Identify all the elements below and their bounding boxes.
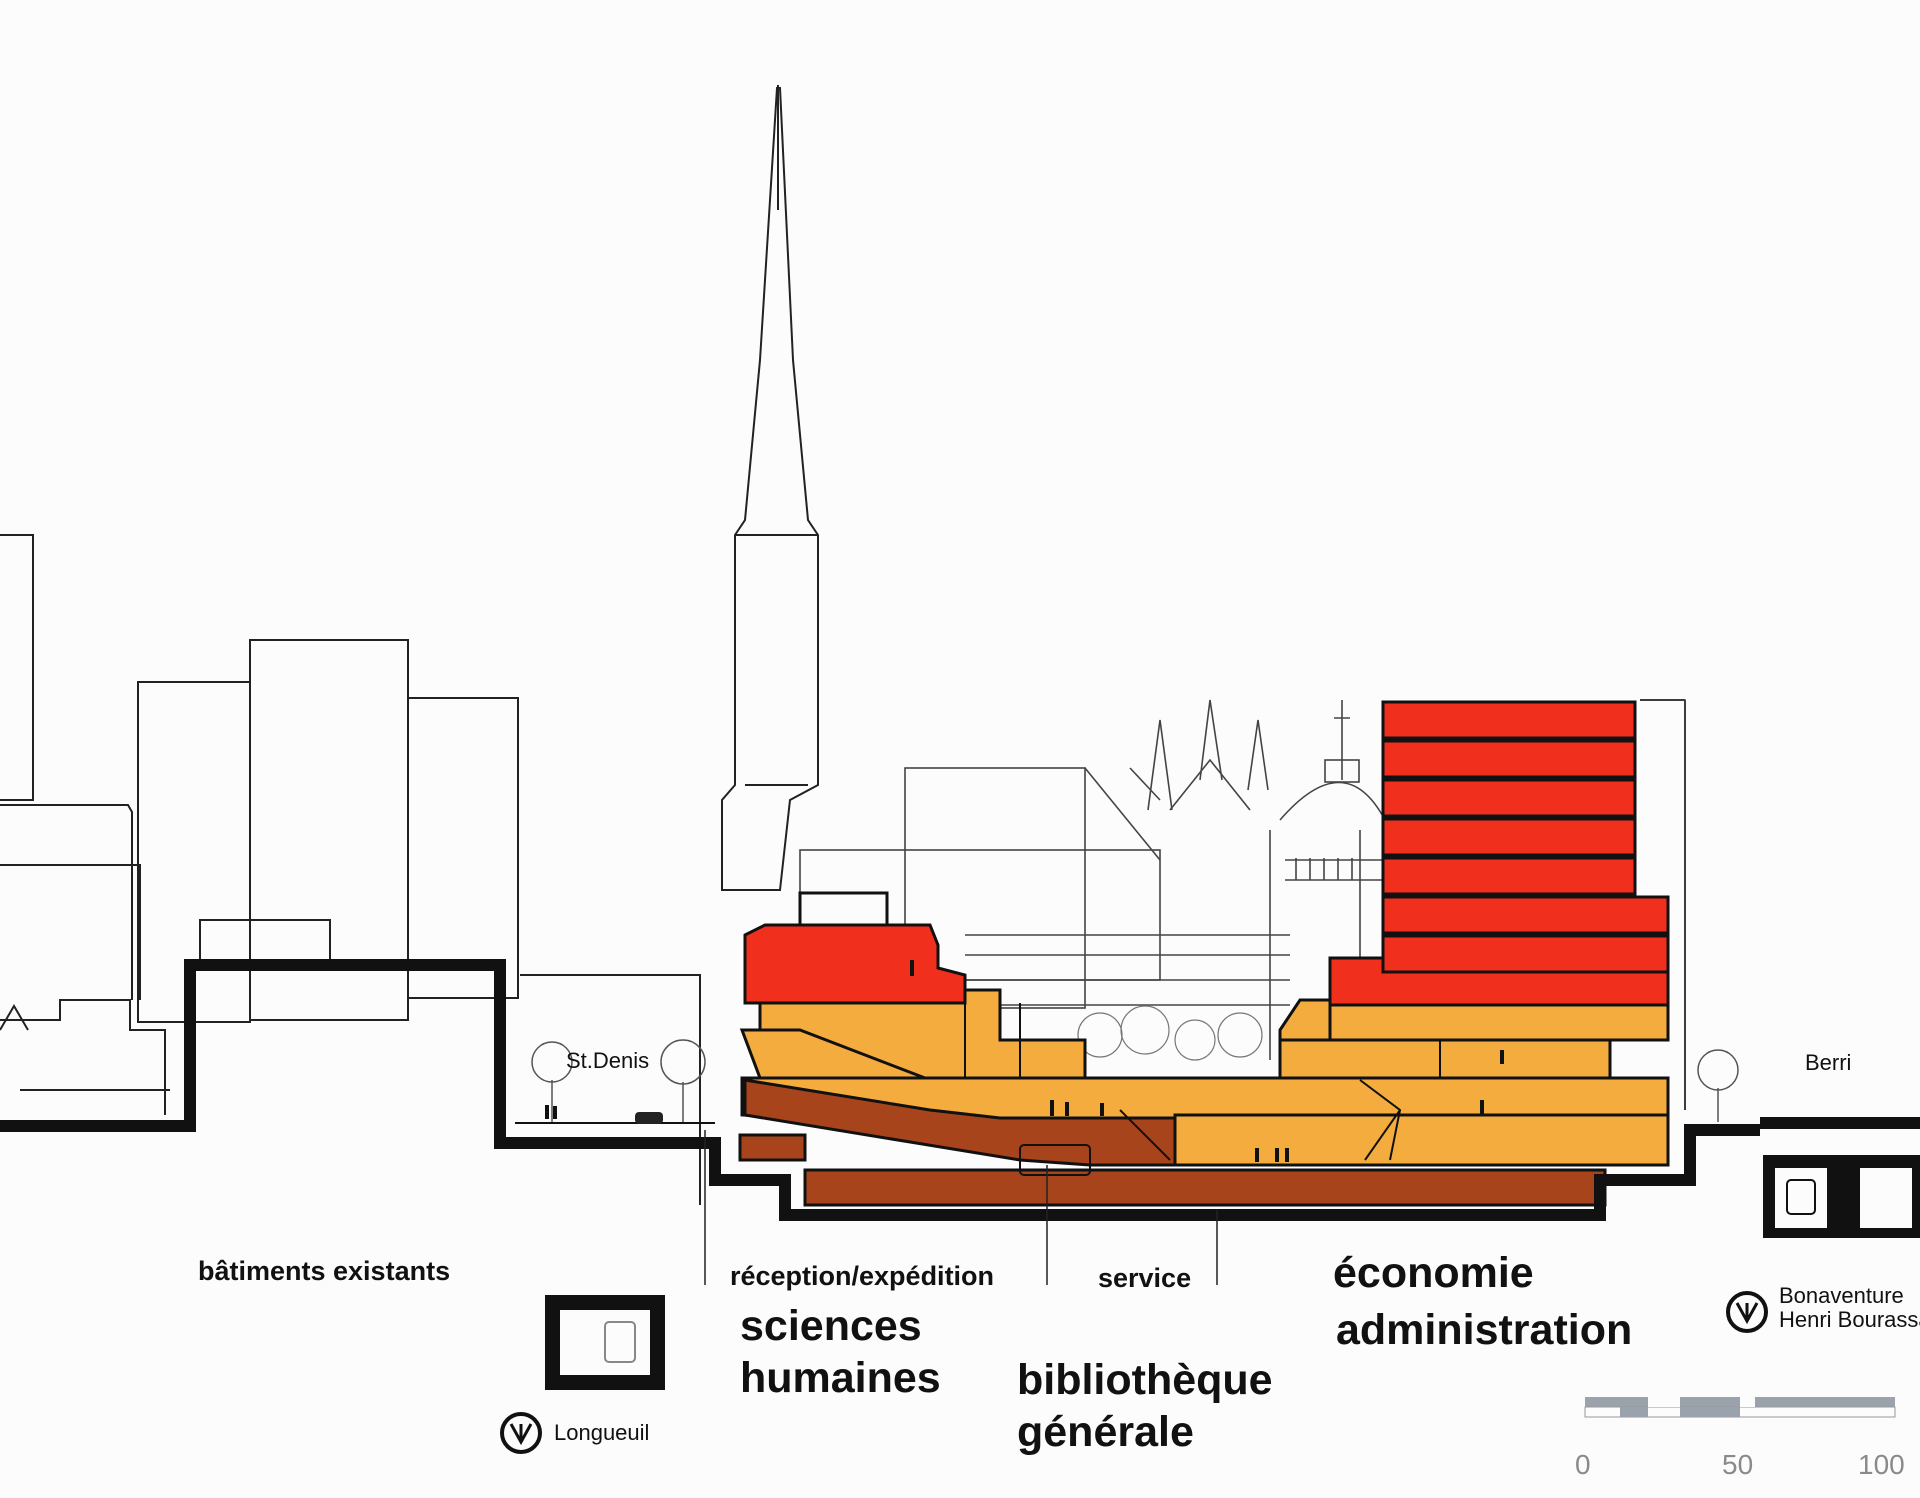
cathedral-cornice bbox=[1285, 859, 1385, 881]
person-icon bbox=[1100, 1103, 1104, 1116]
label-humanities-2: humaines bbox=[740, 1354, 941, 1402]
label-receiving-shipping: réception/expédition bbox=[730, 1261, 995, 1291]
scale-label-100: 100 bbox=[1858, 1449, 1905, 1480]
label-economics-2: administration bbox=[1336, 1306, 1633, 1354]
label-library-2: générale bbox=[1017, 1408, 1194, 1456]
roof-pavilion bbox=[798, 891, 889, 927]
church-spire bbox=[721, 85, 819, 891]
person-icon bbox=[1275, 1148, 1279, 1162]
scale-seg-1 bbox=[1620, 1407, 1648, 1417]
person-icon bbox=[1480, 1100, 1484, 1114]
cathedral-cross bbox=[1334, 700, 1350, 780]
background-roof bbox=[1084, 767, 1161, 861]
atrium-trees bbox=[1077, 1005, 1263, 1061]
train-icon bbox=[604, 1321, 636, 1363]
dome-lantern bbox=[1324, 759, 1360, 783]
tower-backdrop bbox=[1640, 699, 1686, 1110]
train-icon bbox=[1786, 1179, 1816, 1215]
person-icon bbox=[1050, 1100, 1054, 1116]
existing-building-2 bbox=[0, 804, 133, 1000]
stair-1 bbox=[1119, 1109, 1171, 1161]
scale-seg-4 bbox=[1740, 1397, 1755, 1407]
spire-bands bbox=[735, 534, 818, 786]
floor-divider-1 bbox=[964, 1003, 1021, 1078]
scale-label-50: 50 bbox=[1722, 1449, 1754, 1480]
person-icon bbox=[1500, 1050, 1504, 1064]
scale-seg-3 bbox=[1648, 1397, 1680, 1407]
tree-icon bbox=[1120, 1005, 1170, 1055]
scale-seg-2 bbox=[1680, 1407, 1740, 1417]
street-building-left bbox=[520, 974, 701, 1205]
tree-icon bbox=[1217, 1012, 1263, 1058]
spire-outline bbox=[721, 87, 819, 891]
humanities-red-block bbox=[743, 923, 967, 1005]
cathedral-columns bbox=[1295, 858, 1353, 880]
cathedral-pinnacles bbox=[1147, 699, 1269, 811]
tower-floor-2 bbox=[1381, 739, 1637, 779]
existing-building-3 bbox=[0, 864, 141, 1000]
service-level bbox=[803, 1168, 1607, 1207]
ground-line bbox=[0, 959, 1920, 1221]
metro-tunnel-right bbox=[1763, 1155, 1920, 1238]
economics-tower bbox=[1328, 700, 1670, 1007]
scale-label-0: 0 bbox=[1575, 1449, 1591, 1480]
scale-bar bbox=[1584, 1397, 1896, 1418]
library-lower-floor bbox=[1173, 1113, 1670, 1167]
economics-floor-a bbox=[1328, 1003, 1670, 1042]
metro-arrow-right bbox=[1735, 1302, 1759, 1325]
receiving-dock bbox=[738, 1133, 807, 1162]
program-volumes bbox=[738, 700, 1670, 1207]
metro-icon bbox=[500, 1291, 1768, 1454]
truck-icon bbox=[1019, 1144, 1091, 1176]
tunnel-bore-2 bbox=[1860, 1168, 1912, 1228]
metro-icon-right bbox=[1726, 1291, 1768, 1333]
tower-floor-6 bbox=[1381, 895, 1670, 935]
tower-floor-3 bbox=[1381, 778, 1637, 818]
economics-floor-c bbox=[1278, 1038, 1612, 1080]
label-service: service bbox=[1098, 1263, 1192, 1293]
street-trees bbox=[531, 1039, 1739, 1122]
street-label-berri: Berri bbox=[1805, 1050, 1852, 1075]
label-existing-buildings: bâtiments existants bbox=[198, 1256, 451, 1286]
label-economics-1: économie bbox=[1333, 1249, 1534, 1297]
label-humanities-1: sciences bbox=[740, 1302, 922, 1350]
person-icon bbox=[553, 1106, 557, 1119]
person-icon bbox=[910, 960, 914, 976]
interior-stairs bbox=[964, 1003, 1441, 1161]
tree-icon bbox=[1174, 1019, 1216, 1061]
street-label-st-denis: St.Denis bbox=[566, 1048, 650, 1073]
tower-floor-1 bbox=[1381, 700, 1637, 740]
person-icon bbox=[1255, 1148, 1259, 1162]
existing-building-6 bbox=[407, 697, 519, 999]
existing-roof bbox=[0, 1004, 29, 1031]
tunnel-bore-1 bbox=[1775, 1168, 1827, 1228]
existing-building-1 bbox=[0, 534, 34, 801]
people bbox=[545, 960, 1504, 1162]
metro-label-bonaventure: Bonaventure bbox=[1779, 1283, 1904, 1308]
metro-icon-left bbox=[500, 1412, 542, 1454]
tower-floor-5 bbox=[1381, 856, 1637, 896]
metro-label-henri-bourassa: Henri Bourassa bbox=[1779, 1307, 1920, 1332]
person-icon bbox=[1065, 1102, 1069, 1116]
cathedral-gable bbox=[1169, 758, 1251, 811]
receiving-level bbox=[743, 1078, 1177, 1167]
person-icon bbox=[1285, 1148, 1289, 1162]
metro-arrow-left bbox=[509, 1423, 533, 1446]
person-icon bbox=[545, 1105, 549, 1119]
label-library-1: bibliothèque bbox=[1017, 1356, 1273, 1404]
metro-tunnel-left bbox=[545, 1295, 665, 1390]
atrium-walkways bbox=[965, 934, 1290, 981]
existing-building-8 bbox=[0, 999, 166, 1115]
tower-floor-7 bbox=[1381, 934, 1670, 974]
stair-3 bbox=[1364, 1109, 1401, 1161]
car-icon bbox=[635, 1112, 663, 1124]
tower-floor-4 bbox=[1381, 817, 1637, 857]
ground-section bbox=[0, 959, 1760, 1221]
metro-label-longueuil: Longueuil bbox=[554, 1420, 650, 1445]
leader-lines bbox=[704, 1130, 1218, 1285]
